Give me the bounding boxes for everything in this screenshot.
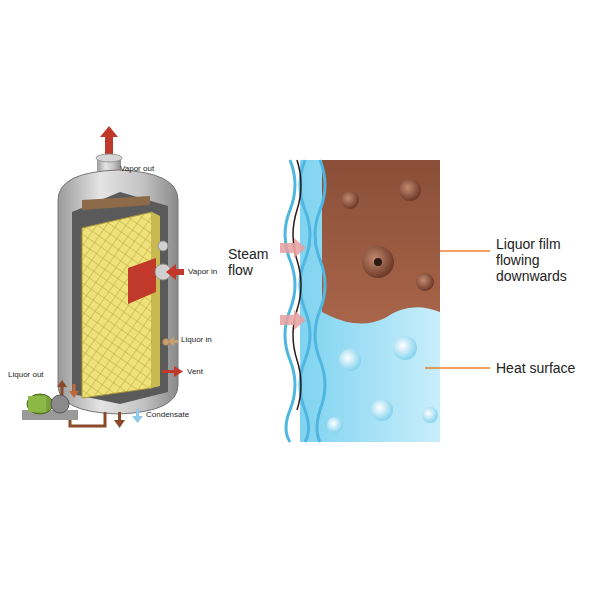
port-label: Vent — [187, 367, 217, 376]
port-label: Condensate — [146, 410, 206, 419]
port-label: Liquor in — [181, 335, 231, 344]
port-label: Liquor out — [8, 370, 58, 379]
port-label: Vapor out — [120, 164, 180, 173]
flow-label: Steam flow — [228, 246, 276, 278]
callout-label: Liquor film flowing downwards — [496, 236, 596, 284]
callout-label: Heat surface — [496, 360, 596, 376]
